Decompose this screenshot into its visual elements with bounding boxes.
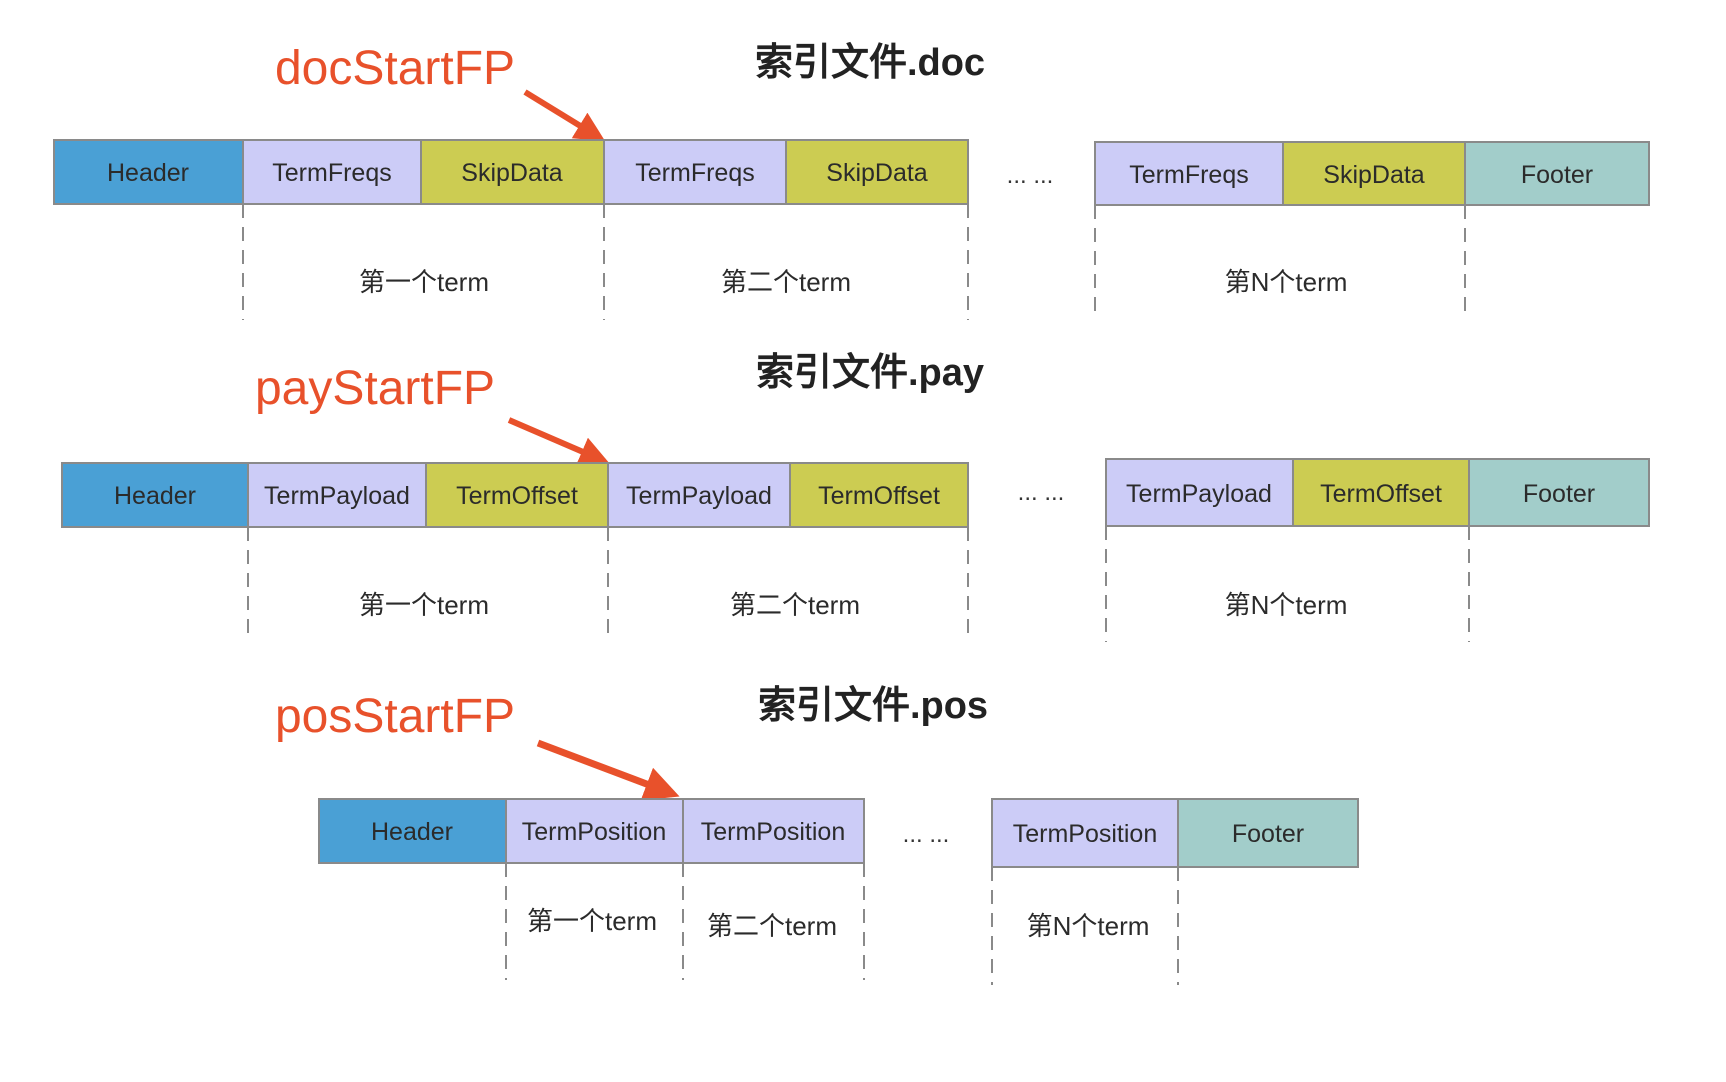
- pos-nth-term-label: 第N个term: [1027, 911, 1150, 941]
- pos-term-position-label-n: TermPosition: [1013, 820, 1158, 848]
- doc-term-freqs-cell-n: [1094, 141, 1284, 206]
- pay-term-offset-label-n: TermOffset: [1320, 480, 1442, 508]
- doc-start-fp-label: docStartFP: [275, 42, 515, 95]
- doc-term-freqs-label-1: TermFreqs: [272, 159, 391, 187]
- pos-start-fp-label: posStartFP: [275, 690, 515, 743]
- doc-header-label: Header: [107, 159, 189, 187]
- doc-skip-data-label-1: SkipData: [461, 159, 563, 187]
- doc-first-term-label: 第一个term: [359, 267, 489, 297]
- pay-term-offset-label-2: TermOffset: [818, 482, 940, 510]
- pos-term-position-label-1: TermPosition: [522, 818, 667, 846]
- pay-term-offset-cell-n: [1292, 458, 1470, 527]
- pos-term-position-cell-1: [505, 798, 684, 864]
- doc-header-cell: [53, 139, 244, 205]
- pos-header-label: Header: [371, 818, 453, 846]
- pay-nth-term-label: 第N个term: [1225, 590, 1348, 620]
- pay-file-section: 索引文件.pay payStartFP Header TermPayload T…: [61, 352, 1650, 642]
- doc-second-term-label: 第二个term: [721, 267, 851, 297]
- pos-start-fp-arrow: [536, 739, 680, 801]
- doc-skip-data-cell-1: [420, 139, 605, 205]
- pos-file-title: 索引文件.pos: [758, 685, 988, 727]
- pay-header-cell: [61, 462, 249, 528]
- doc-nth-term-label: 第N个term: [1225, 267, 1348, 297]
- pay-second-term-label: 第二个term: [730, 590, 860, 620]
- pos-header-cell: [318, 798, 507, 864]
- pos-term-position-label-2: TermPosition: [701, 818, 846, 846]
- pay-term-offset-label-1: TermOffset: [456, 482, 578, 510]
- pay-header-label: Header: [114, 482, 196, 510]
- doc-footer-cell: [1464, 141, 1650, 206]
- pay-term-payload-label-n: TermPayload: [1126, 480, 1272, 508]
- doc-skip-data-cell-2: [785, 139, 969, 205]
- pos-footer-label: Footer: [1232, 820, 1304, 848]
- pay-file-title: 索引文件.pay: [756, 352, 984, 394]
- pay-start-fp-arrow: [507, 417, 610, 466]
- doc-skip-data-label-2: SkipData: [826, 159, 928, 187]
- doc-ellipsis: ... ...: [1007, 162, 1054, 189]
- doc-term-freqs-cell-1: [242, 139, 422, 205]
- doc-term-freqs-label-2: TermFreqs: [635, 159, 754, 187]
- pay-ellipsis: ... ...: [1018, 479, 1065, 506]
- pay-term-payload-label-2: TermPayload: [626, 482, 772, 510]
- doc-file-section: 索引文件.doc docStartFP Header TermFreqs Ski…: [53, 42, 1650, 320]
- doc-term-freqs-label-n: TermFreqs: [1129, 161, 1248, 189]
- pay-term-payload-label-1: TermPayload: [264, 482, 410, 510]
- doc-start-fp-arrow: [523, 89, 606, 142]
- pay-term-payload-cell-2: [607, 462, 791, 528]
- pos-second-term-label: 第二个term: [707, 911, 837, 941]
- pos-term-position-cell-n: [991, 798, 1179, 868]
- pos-footer-cell: [1177, 798, 1359, 868]
- pay-footer-label: Footer: [1523, 480, 1595, 508]
- doc-skip-data-cell-n: [1282, 141, 1466, 206]
- pay-first-term-label: 第一个term: [359, 590, 489, 620]
- pos-first-term-label: 第一个term: [527, 906, 657, 936]
- pay-term-offset-cell-2: [789, 462, 969, 528]
- pay-footer-cell: [1468, 458, 1650, 527]
- doc-skip-data-label-n: SkipData: [1323, 161, 1425, 189]
- pay-start-fp-label: payStartFP: [255, 362, 495, 415]
- pay-term-offset-cell-1: [425, 462, 609, 528]
- pos-term-position-cell-2: [682, 798, 865, 864]
- pos-file-section: 索引文件.pos posStartFP Header TermPosition …: [275, 685, 1359, 985]
- doc-file-title: 索引文件.doc: [755, 42, 985, 84]
- pos-ellipsis: ... ...: [903, 821, 950, 848]
- doc-footer-label: Footer: [1521, 161, 1593, 189]
